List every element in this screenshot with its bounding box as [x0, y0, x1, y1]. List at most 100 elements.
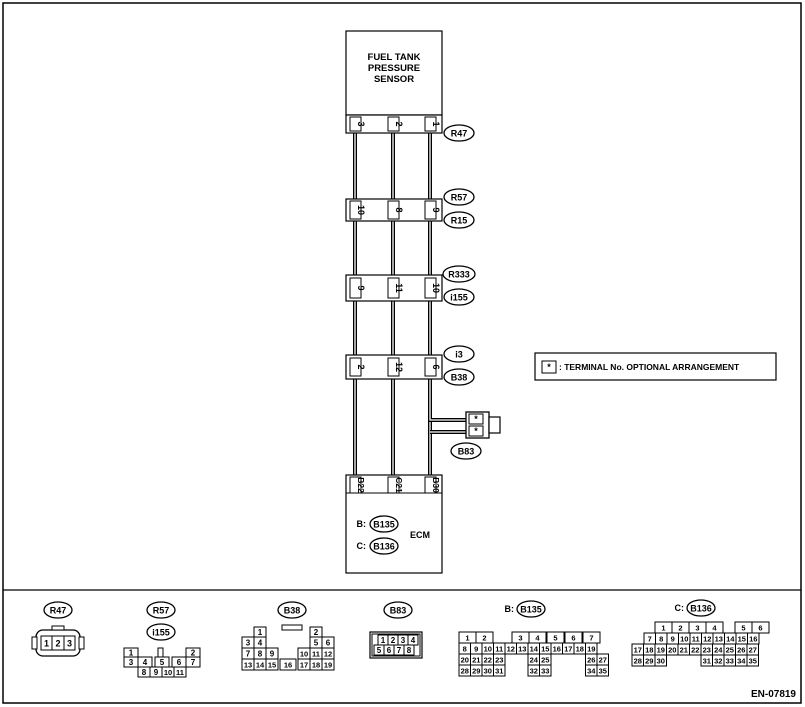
b135-pin: 30: [484, 667, 492, 676]
svg-text:2: 2: [191, 649, 196, 658]
footer-b83: B83 1 2 3 4 5 6 7 8: [369, 601, 423, 659]
svg-text:1: 1: [381, 636, 386, 645]
svg-text:7: 7: [246, 650, 251, 659]
b136-pin: 35: [749, 657, 757, 666]
svg-text:4: 4: [258, 639, 263, 648]
b136-pin: 1: [661, 624, 665, 633]
b135-pin: 3: [518, 634, 522, 643]
figure-id: EN-07819: [751, 689, 796, 700]
b135-pin: 24: [530, 656, 539, 665]
b136-pin: 34: [737, 657, 746, 666]
wires: [353, 133, 468, 475]
b135-pin: 28: [461, 667, 469, 676]
svg-text:9: 9: [154, 668, 159, 677]
b136-pin: 18: [645, 646, 653, 655]
b135-pin: 15: [541, 645, 549, 654]
r47-pin-1: 1: [431, 121, 441, 126]
b135-pin: 31: [495, 667, 503, 676]
b135-pin: 27: [599, 656, 607, 665]
svg-text:7: 7: [397, 646, 402, 655]
svg-text:B38: B38: [451, 373, 468, 383]
b135-pin: 16: [553, 645, 561, 654]
svg-text:3: 3: [246, 639, 251, 648]
svg-text:2: 2: [55, 639, 60, 649]
svg-text:8: 8: [407, 646, 412, 655]
b136-pin: 4: [712, 624, 717, 633]
svg-text:11: 11: [176, 668, 184, 677]
svg-text:3: 3: [401, 636, 406, 645]
ecm-c-connector: B136: [373, 542, 395, 552]
svg-text:7: 7: [191, 658, 196, 667]
r15-pin-8: 8: [394, 207, 404, 212]
svg-text:B83: B83: [390, 606, 407, 616]
svg-text:2: 2: [314, 628, 319, 637]
b136-pin: 31: [703, 657, 711, 666]
svg-text:1: 1: [44, 639, 49, 649]
svg-text:4: 4: [411, 636, 416, 645]
b135-pin: 32: [530, 667, 538, 676]
r15-pin-10: 10: [356, 205, 366, 215]
svg-text:14: 14: [256, 661, 265, 670]
legend: * : TERMINAL No. OPTIONAL ARRANGEMENT: [534, 352, 777, 381]
i155-pin-9: 9: [356, 285, 366, 290]
b136-pin: 9: [671, 635, 675, 644]
svg-text:6: 6: [177, 658, 182, 667]
b136-pin: 20: [668, 646, 676, 655]
footer-r47: R47 1 2 3: [31, 601, 85, 657]
b83-star-2: *: [474, 426, 478, 436]
svg-text:8: 8: [142, 668, 147, 677]
svg-text:R15: R15: [451, 216, 468, 226]
svg-text:11: 11: [312, 650, 320, 659]
connector-label-r47: R47: [443, 124, 475, 142]
b136-pin: 22: [691, 646, 699, 655]
connector-label-r333: R333: [442, 265, 476, 283]
svg-text:1: 1: [129, 649, 134, 658]
svg-text:B83: B83: [458, 447, 475, 457]
svg-text:8: 8: [258, 650, 263, 659]
b135-pin: 12: [507, 645, 515, 654]
svg-text:10: 10: [164, 668, 172, 677]
svg-text:i155: i155: [450, 293, 468, 303]
svg-text:5: 5: [160, 658, 165, 667]
connector-b83: * *: [465, 411, 501, 439]
b136-pin: 28: [634, 657, 642, 666]
svg-text:9: 9: [270, 650, 275, 659]
svg-text:13: 13: [244, 661, 252, 670]
b136-pin: 23: [703, 646, 711, 655]
b83-star-1: *: [474, 414, 478, 424]
b136-pin: 17: [634, 646, 642, 655]
svg-text:17: 17: [300, 661, 308, 670]
b136-pin: 16: [749, 635, 757, 644]
footer-b38: B38 1 2 3 4 5 6 7 8 9 10 11 12 13 14 15 …: [241, 601, 335, 671]
svg-text:R57: R57: [153, 606, 170, 616]
b38-pin-2: 2: [356, 364, 366, 369]
connector-r57-r15: 10 8 9: [345, 198, 443, 222]
ecm-box: B22 C21 B30 B: B135 C: B136 ECM: [345, 474, 443, 574]
b136-pin: 13: [715, 635, 723, 644]
b135-pin: 34: [587, 667, 596, 676]
svg-text:16: 16: [284, 661, 292, 670]
svg-text:1: 1: [258, 628, 263, 637]
connector-r333-i155: 9 11 10: [345, 274, 443, 302]
connector-label-b83: B83: [450, 442, 482, 460]
b136-pin: 32: [714, 657, 722, 666]
b136-pin: 5: [741, 624, 745, 633]
b136-pin: 27: [749, 646, 757, 655]
b135-pin: 25: [541, 656, 549, 665]
b135-pin: 17: [564, 645, 572, 654]
sensor-label-2: PRESSURE: [368, 63, 420, 74]
b136-pin: 14: [726, 635, 735, 644]
svg-text:i155: i155: [152, 628, 170, 638]
b135-pin: 22: [484, 656, 492, 665]
svg-text:R47: R47: [451, 129, 468, 139]
b135-pin: 4: [535, 634, 540, 643]
svg-text:15: 15: [268, 661, 276, 670]
b136-pin: 10: [680, 635, 688, 644]
svg-text:i3: i3: [455, 350, 463, 360]
b135-pin: 8: [463, 645, 467, 654]
b136-pin: 30: [657, 657, 665, 666]
r15-pin-9: 9: [431, 207, 441, 212]
b135-pin: 6: [571, 634, 575, 643]
